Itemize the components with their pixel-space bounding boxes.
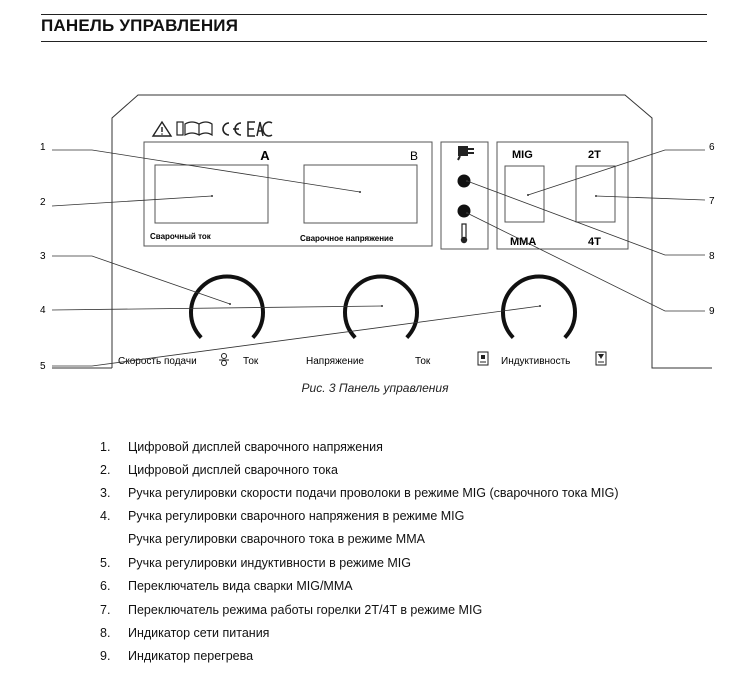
warning-icon [151,120,173,137]
2t-4t-switch [575,165,616,223]
manual-book-icon [176,121,213,137]
unit-a-label: А [260,148,270,163]
switch-frame [496,141,629,250]
callout-lines [51,149,706,367]
overheat-indicator [457,204,471,218]
thermometer-icon [460,223,468,244]
knob1-label-right: Ток [243,356,259,367]
voltage-display [303,164,418,224]
current-display [154,164,269,224]
eac-mark-icon [247,121,273,137]
current-label: Сварочный ток [150,232,212,241]
callout-7: 7 [709,196,715,207]
power-plug-icon [457,146,474,161]
callout-1: 1 [40,142,46,153]
voltage-knob [343,274,419,339]
title-underline [41,41,707,42]
callout-8: 8 [709,251,715,262]
knob2-label-right: Ток [415,356,431,367]
ce-mark-icon [222,122,242,136]
top-rule [41,14,707,15]
display-frame [143,141,433,247]
power-indicator [457,174,471,188]
wire-speed-knob [189,274,265,339]
knob1-label-left: Скорость подачи [118,356,197,367]
callout-4: 4 [40,305,46,316]
wire-spool-icon [219,353,229,366]
mig-mma-switch [504,165,545,223]
voltage-label: Сварочное напряжение [300,234,394,243]
page-title: ПАНЕЛЬ УПРАВЛЕНИЯ [41,16,239,35]
knob2-label-left: Напряжение [306,356,364,367]
control-panel-diagram: А В Сварочный ток Сварочное напряжение M… [40,94,715,372]
unit-v-label: В [410,149,418,163]
panel-outline [111,94,712,369]
inductance-knob [501,274,577,339]
callout-2: 2 [40,197,46,208]
callout-5: 5 [40,361,46,372]
switch-mma-label: MMA [510,236,536,248]
figure-caption: Рис. 3 Панель управления [301,381,449,395]
switch-4t-label: 4T [588,236,601,248]
switch-mig-label: MIG [512,149,533,161]
inductance-max-icon [595,351,607,366]
inductance-min-icon [477,351,489,366]
callout-3: 3 [40,251,46,262]
callout-6: 6 [709,142,715,153]
switch-2t-label: 2T [588,149,601,161]
callout-9: 9 [709,306,715,317]
indicator-frame [440,141,489,250]
knob3-label: Индуктивность [501,356,570,367]
